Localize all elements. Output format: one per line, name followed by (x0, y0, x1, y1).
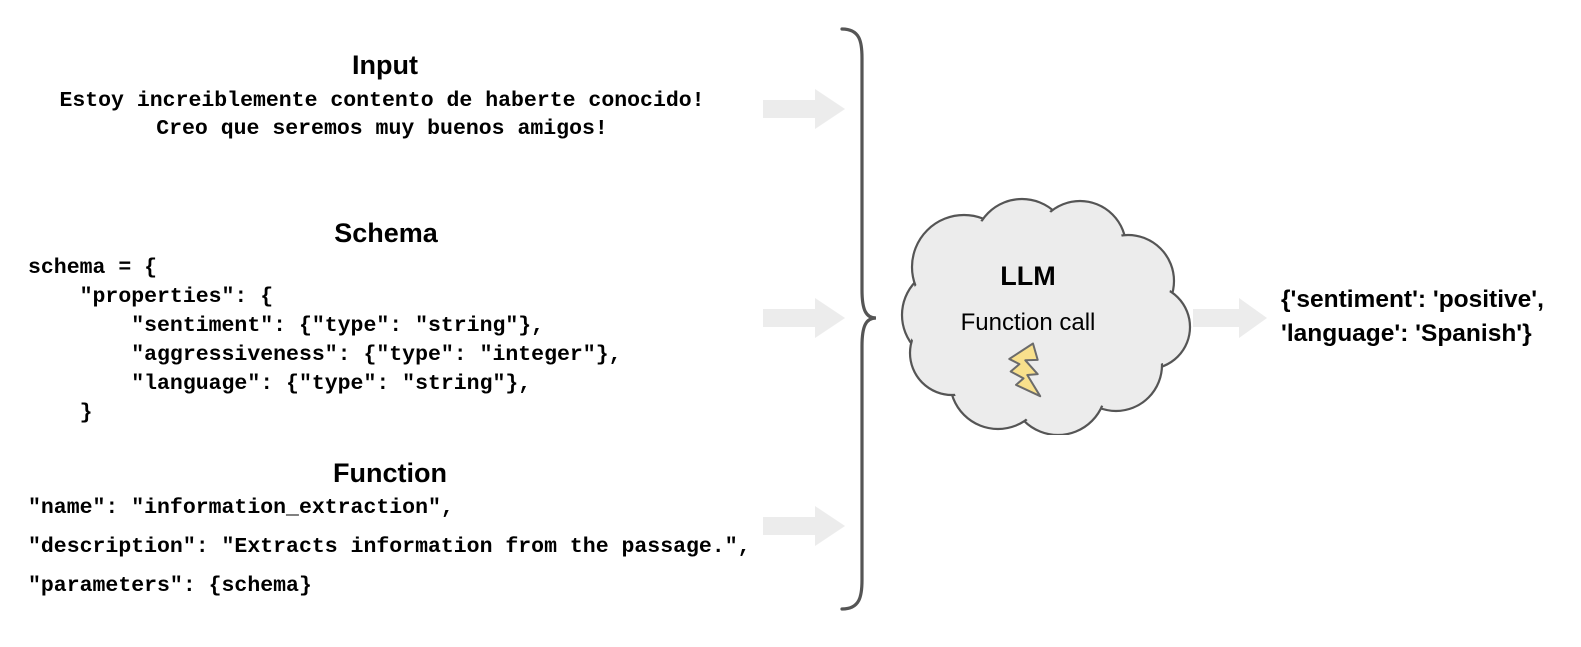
function-heading: Function (333, 458, 447, 488)
llm-title: LLM (1000, 261, 1056, 291)
function-code-line: "description": "Extracts information fro… (28, 535, 751, 559)
schema-code-line: "language": {"type": "string"}, (28, 372, 532, 396)
schema-code-line: } (28, 401, 93, 425)
llm-subtitle: Function call (960, 309, 1096, 336)
function-arrow (763, 506, 845, 546)
output-text-line-1: {'sentiment': 'positive', (1281, 286, 1544, 313)
input-heading: Input (352, 50, 418, 80)
llm-cloud: LLM Function call (872, 195, 1192, 440)
schema-arrow (763, 298, 845, 338)
function-code-line: "parameters": {schema} (28, 574, 312, 598)
output-arrow (1193, 298, 1267, 338)
schema-heading: Schema (334, 218, 438, 248)
input-arrow (763, 89, 845, 129)
schema-code-line: "properties": { (28, 285, 274, 309)
schema-code-line: "aggressiveness": {"type": "integer"}, (28, 343, 622, 367)
input-text-line-1: Estoy increiblemente contento de haberte… (59, 89, 705, 113)
function-code-line: "name": "information_extraction", (28, 496, 454, 520)
grouping-brace (800, 18, 890, 635)
output-text-line-2: 'language': 'Spanish'} (1281, 320, 1532, 347)
lightning-bolt-icon (1002, 339, 1064, 406)
schema-code-line: schema = { (28, 256, 158, 280)
input-text-line-2: Creo que seremos muy buenos amigos! (156, 117, 608, 141)
schema-code-line: "sentiment": {"type": "string"}, (28, 314, 545, 338)
